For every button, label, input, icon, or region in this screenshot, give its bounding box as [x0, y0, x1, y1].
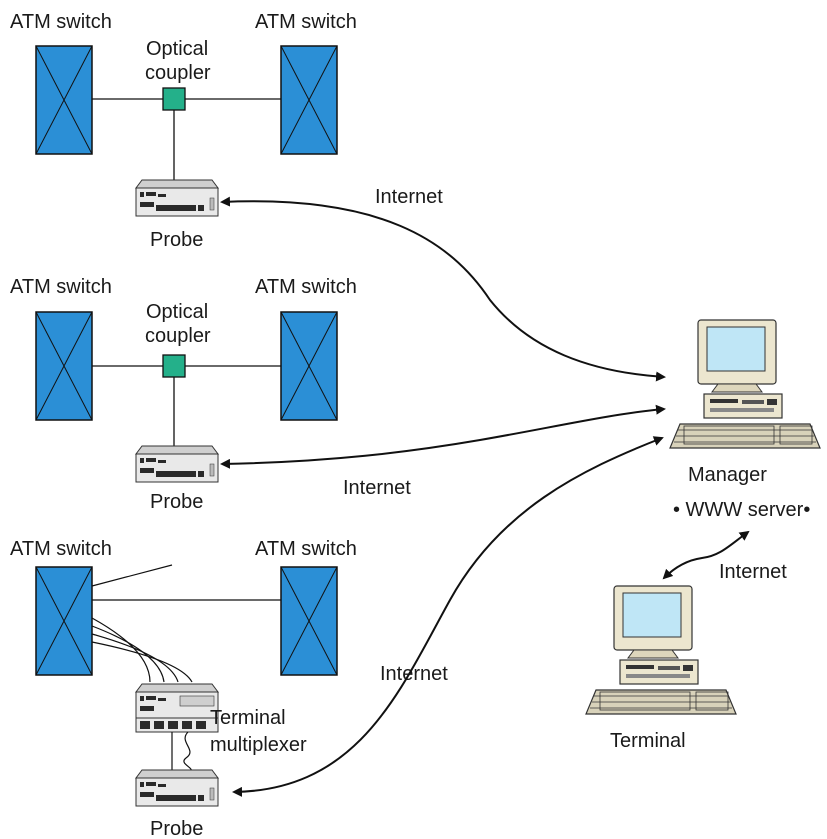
probe-device-icon [135, 179, 219, 217]
desktop-computer-icon [585, 585, 737, 715]
group2-internet-label: Internet [343, 477, 411, 499]
terminal-internet-link [662, 530, 750, 580]
atm-switch-icon [280, 45, 338, 155]
group3-trunk-lines [91, 564, 281, 683]
group1-left-switch-label: ATM switch [10, 11, 112, 33]
terminal-internet-label: Internet [719, 561, 787, 583]
terminal-multiplexer-icon [135, 683, 219, 733]
group1-probe-label: Probe [150, 229, 203, 251]
group-2: ATM switch ATM switch Optical coupler Pr… [10, 276, 666, 513]
group1-internet-link [220, 196, 666, 382]
group-3: ATM switch ATM switch Terminal multiplex… [10, 436, 664, 839]
group1-coupler-label-line2: coupler [145, 62, 211, 84]
www-server-label: • WWW server• [673, 499, 810, 521]
optical-coupler-icon [162, 87, 186, 111]
group1-right-switch-label: ATM switch [255, 11, 357, 33]
group3-left-switch-label: ATM switch [10, 538, 112, 560]
group3-internet-link [232, 436, 664, 797]
group2-coupler-label-line1: Optical [146, 301, 208, 323]
group2-probe-label: Probe [150, 491, 203, 513]
group3-mux-probe-cable [183, 731, 192, 773]
probe-device-icon [135, 769, 219, 807]
group2-left-switch-label: ATM switch [10, 276, 112, 298]
atm-switch-icon [280, 311, 338, 421]
atm-switch-icon [35, 311, 93, 421]
optical-coupler-icon [162, 354, 186, 378]
group-1: ATM switch ATM switch Optical coupler Pr… [10, 11, 666, 382]
atm-switch-icon [35, 45, 93, 155]
group3-right-switch-label: ATM switch [255, 538, 357, 560]
terminal-label: Terminal [610, 730, 686, 752]
group3-probe-label: Probe [150, 818, 203, 839]
atm-switch-icon [280, 566, 338, 676]
atm-switch-icon [35, 566, 93, 676]
group3-mux-label-line2: multiplexer [210, 734, 307, 756]
terminal-node: Internet Terminal [585, 530, 787, 752]
group2-right-switch-label: ATM switch [255, 276, 357, 298]
probe-device-icon [135, 445, 219, 483]
group3-mux-label-line1: Terminal [210, 707, 286, 729]
manager-node: Manager • WWW server• [669, 319, 821, 521]
desktop-computer-icon [669, 319, 821, 449]
manager-label: Manager [688, 464, 767, 486]
group1-coupler-label-line1: Optical [146, 38, 208, 60]
group1-internet-label: Internet [375, 186, 443, 208]
group2-coupler-label-line2: coupler [145, 325, 211, 347]
